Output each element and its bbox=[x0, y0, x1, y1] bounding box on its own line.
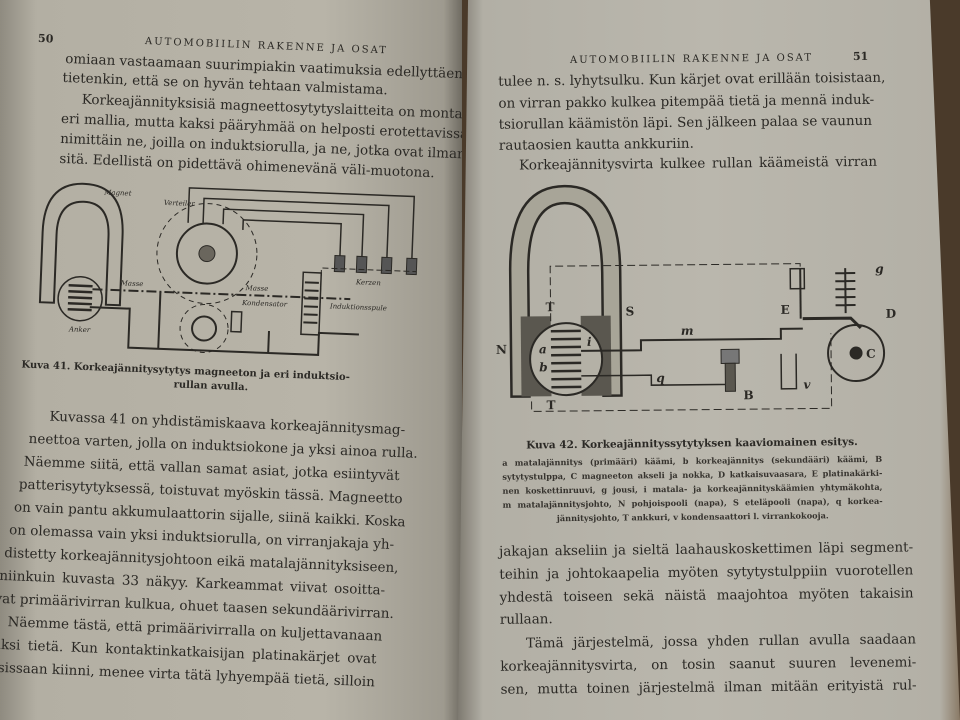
figure-label: b bbox=[539, 360, 548, 374]
text-line: rautaosien kautta ankkuriin. bbox=[498, 135, 694, 154]
condenser bbox=[230, 310, 243, 333]
induction-coil bbox=[300, 271, 323, 336]
text-line: jakajan akseliin ja sieltä laahauskosket… bbox=[499, 539, 914, 560]
figure-label: Anker bbox=[68, 325, 91, 334]
figure-label: Kerzen bbox=[355, 278, 382, 287]
text-line: tsiorullan käämistön läpi. Sen jälkeen p… bbox=[498, 112, 873, 133]
figure-label: D bbox=[886, 307, 897, 321]
figure-label: N bbox=[496, 343, 507, 357]
figure-label: Magnet bbox=[103, 189, 132, 198]
distributor bbox=[175, 222, 238, 285]
right-book-page: AUTOMOBIILIN RAKENNE JA OSAT 51 tulee n.… bbox=[458, 0, 960, 720]
figure-legend-line: nen koskettinruuvi, g jousi, i matala- j… bbox=[502, 481, 883, 496]
text-line: korkeajännitysvirta, on tosin saanut suu… bbox=[500, 654, 917, 675]
text-line: sen, mutta toinen järjestelmä ilman mitä… bbox=[500, 677, 917, 698]
figure-label: g bbox=[875, 262, 884, 276]
coil-windings bbox=[550, 329, 582, 389]
condenser bbox=[780, 353, 798, 390]
left-book-page: 50 AUTOMOBIILIN RAKENNE JA OSAT omiaan v… bbox=[0, 0, 462, 720]
figure-label: T bbox=[545, 300, 554, 314]
page-number: 51 bbox=[852, 49, 869, 64]
figure-label: m bbox=[681, 324, 694, 338]
figure-label: a bbox=[539, 342, 547, 356]
text-line: rullaan. bbox=[499, 611, 553, 628]
text-line: on virran pakko kulkea pitempää tietä ja… bbox=[498, 91, 875, 112]
figure-legend-line: a matalajännitys (primääri) käämi, b kor… bbox=[502, 453, 883, 468]
figure-label: q bbox=[656, 371, 665, 385]
figure-label: B bbox=[743, 388, 753, 402]
figure-41-wiring-diagram: Magnet Verteiler Masse Masse Kondensator… bbox=[38, 182, 418, 356]
running-head: AUTOMOBIILIN RAKENNE JA OSAT bbox=[569, 52, 814, 67]
figure-label: Verteiler bbox=[164, 199, 196, 208]
figure-label: S bbox=[626, 304, 635, 318]
figure-legend-line: sytytystulppa, C magneeton akseli ja nok… bbox=[502, 467, 883, 482]
figure-label: v bbox=[803, 378, 811, 392]
text-line: Korkeajännitysvirta kulkee rullan käämei… bbox=[519, 153, 878, 174]
figure-label: i bbox=[587, 335, 592, 349]
text-line: yhdestä toiseen sekä näistä maajohtoa my… bbox=[499, 585, 914, 606]
figure-label: C bbox=[866, 347, 876, 361]
page-number: 50 bbox=[37, 31, 54, 46]
armature bbox=[529, 322, 604, 397]
spark-plug bbox=[720, 348, 740, 364]
cam bbox=[827, 324, 886, 383]
figure-legend-line: m matalajännitysjohto, N pohjoispooli (n… bbox=[502, 495, 883, 510]
horseshoe-magnet bbox=[38, 182, 124, 307]
figure-legend-line: jännitysjohto, T ankkuri, v kondensaatto… bbox=[556, 510, 829, 524]
figure-label: E bbox=[781, 303, 790, 317]
text-line: teihin ja johtokaapelia myöten sytytystu… bbox=[499, 562, 914, 583]
figure-label: Kondensator bbox=[241, 299, 288, 309]
figure-label: Masse bbox=[120, 279, 144, 288]
running-head: AUTOMOBIILIN RAKENNE JA OSAT bbox=[144, 36, 389, 57]
distributor-gear bbox=[156, 203, 258, 305]
text-line: tulee n. s. lyhytsulku. Kun kärjet ovat … bbox=[498, 69, 886, 90]
breaker-hammer bbox=[802, 316, 862, 330]
figure-42-caption: Kuva 42. Korkeajännityssytytyksen kaavio… bbox=[526, 436, 858, 452]
figure-label: Induktionsspule bbox=[329, 302, 387, 312]
spring bbox=[835, 268, 856, 314]
armature bbox=[57, 275, 103, 322]
figure-label: Masse bbox=[244, 284, 268, 293]
text-line: Tämä järjestelmä, jossa yhden rullan avu… bbox=[526, 631, 917, 652]
figure-42-ignition-diagram: N T T S a b i m q B E D g C v bbox=[496, 184, 897, 412]
figure-label: T bbox=[547, 398, 556, 412]
